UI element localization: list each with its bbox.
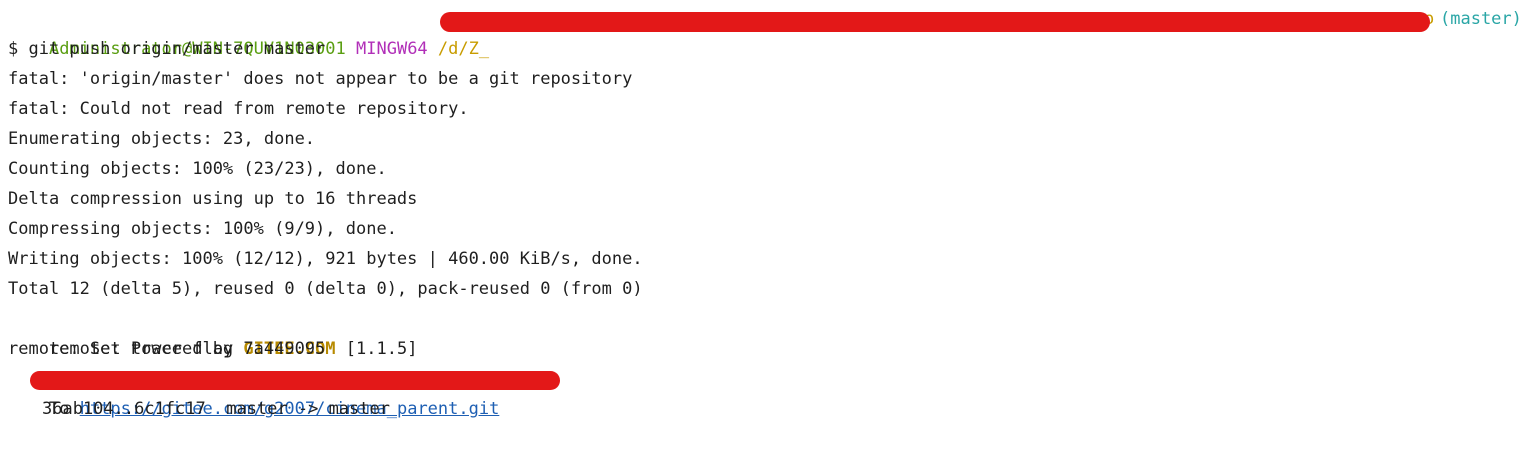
output-fatal-2: fatal: Could not read from remote reposi… — [8, 99, 469, 119]
output-to-line: To https://gitee.com/g2007/cinema_parent… — [8, 364, 499, 419]
url-redaction-mark — [30, 371, 560, 390]
remote-url-link[interactable]: https://gitee.com/g2007/cinema_parent.gi… — [79, 399, 500, 419]
to-prefix: To — [48, 399, 70, 419]
prompt-user-host: Administrator@WIN-7QUV1N03001 — [48, 39, 346, 59]
terminal-window[interactable]: Administrator@WIN-7QUV1N03001 MINGW64 /d… — [0, 0, 1525, 437]
output-fatal-1: fatal: 'origin/master' does not appear t… — [8, 69, 633, 89]
path-redaction-mark — [440, 12, 1430, 32]
prompt-path: /d/Z_ — [437, 39, 490, 59]
prompt-line: Administrator@WIN-7QUV1N03001 MINGW64 /d… — [8, 4, 489, 59]
output-delta: Delta compression using up to 16 threads — [8, 189, 418, 209]
prompt-shell: MINGW64 — [356, 39, 428, 59]
output-writing: Writing objects: 100% (12/12), 921 bytes… — [8, 249, 643, 269]
prompt-branch: (master) — [1440, 9, 1522, 29]
output-counting: Counting objects: 100% (23/23), done. — [8, 159, 387, 179]
remote-powered-prefix: remote: Powered by — [48, 339, 244, 359]
output-remote-trace: remote: Set trace flag 7a449095 — [8, 339, 326, 359]
gitee-brand-text: GITEE.COM — [243, 339, 336, 359]
output-total: Total 12 (delta 5), reused 0 (delta 0), … — [8, 279, 643, 299]
remote-powered-suffix: [1.1.5] — [335, 339, 418, 359]
output-compressing: Compressing objects: 100% (9/9), done. — [8, 219, 397, 239]
output-remote-powered: remote: Powered by GITEE.COM [1.1.5] — [8, 304, 417, 359]
output-ref-update: 36ab104..6c1fc17 master -> master — [42, 399, 390, 419]
command-line: $ git push origin/master master — [8, 39, 326, 59]
output-enumerating: Enumerating objects: 23, done. — [8, 129, 316, 149]
